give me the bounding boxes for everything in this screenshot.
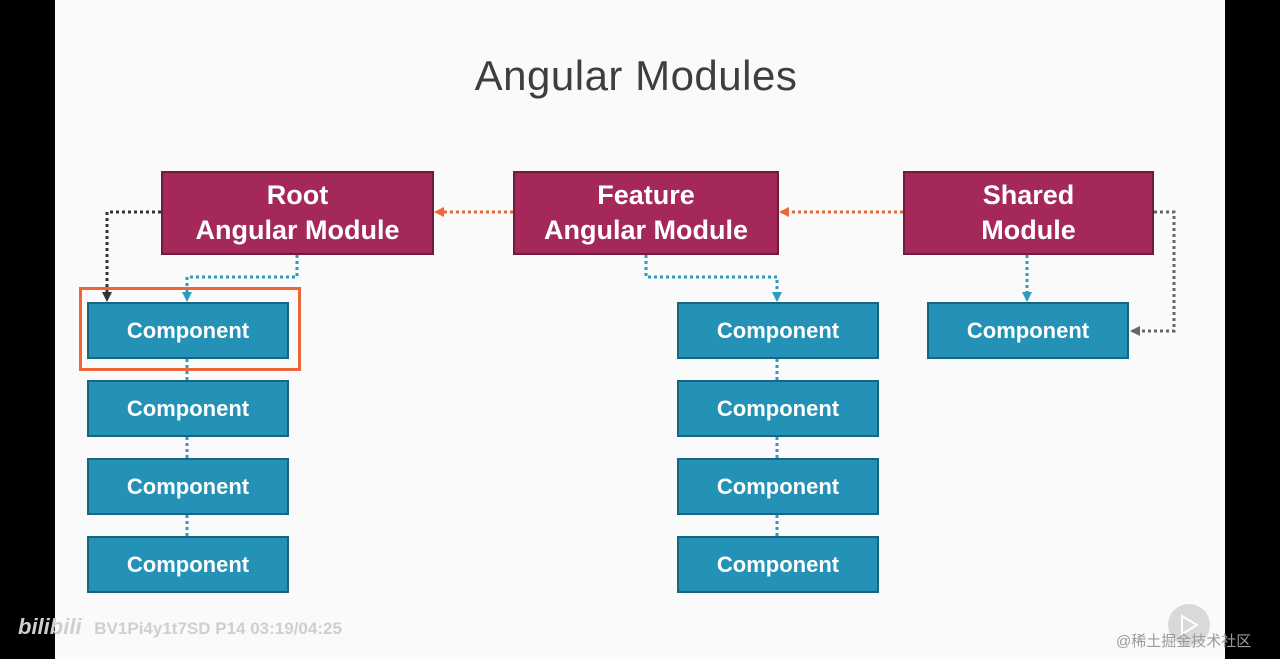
feature-declare-link	[644, 255, 782, 302]
shared-component: Component	[927, 302, 1129, 359]
play-triangle-icon	[1181, 614, 1199, 636]
feature-component-1: Component	[677, 302, 879, 359]
site-watermark: @稀土掘金技术社区	[1116, 633, 1252, 650]
feature-module: Feature Angular Module	[513, 171, 779, 255]
bootstrap-link	[102, 210, 161, 302]
feature-module-line-1: Feature	[597, 180, 695, 210]
feature-component-4: Component	[677, 536, 879, 593]
root-module-line-1: Root	[266, 180, 329, 210]
video-code: BV1Pi4y1t7SD P14 03:19/04:25	[94, 619, 342, 638]
video-watermark: bilibili BV1Pi4y1t7SD P14 03:19/04:25	[18, 614, 342, 640]
slide-title: Angular Modules	[474, 52, 798, 99]
feature-component-3: Component	[677, 458, 879, 515]
shared-export-link	[1130, 210, 1176, 336]
play-icon[interactable]	[1168, 604, 1210, 646]
bilibili-logo: bilibili	[18, 614, 82, 639]
feature-component-2: Component	[677, 380, 879, 437]
root-component-1: Component	[87, 302, 289, 359]
root-component-highlight	[79, 287, 301, 371]
root-component-3: Component	[87, 458, 289, 515]
shared-module-line-1: Shared	[982, 180, 1075, 210]
feature-module-line-2: Angular Module	[544, 215, 748, 245]
shared-module: Shared Module	[903, 171, 1154, 255]
root-component-4: Component	[87, 536, 289, 593]
root-module: Root Angular Module	[161, 171, 434, 255]
shared-module-line-2: Module	[981, 215, 1076, 245]
root-module-line-2: Angular Module	[195, 215, 400, 245]
root-component-2: Component	[87, 380, 289, 437]
